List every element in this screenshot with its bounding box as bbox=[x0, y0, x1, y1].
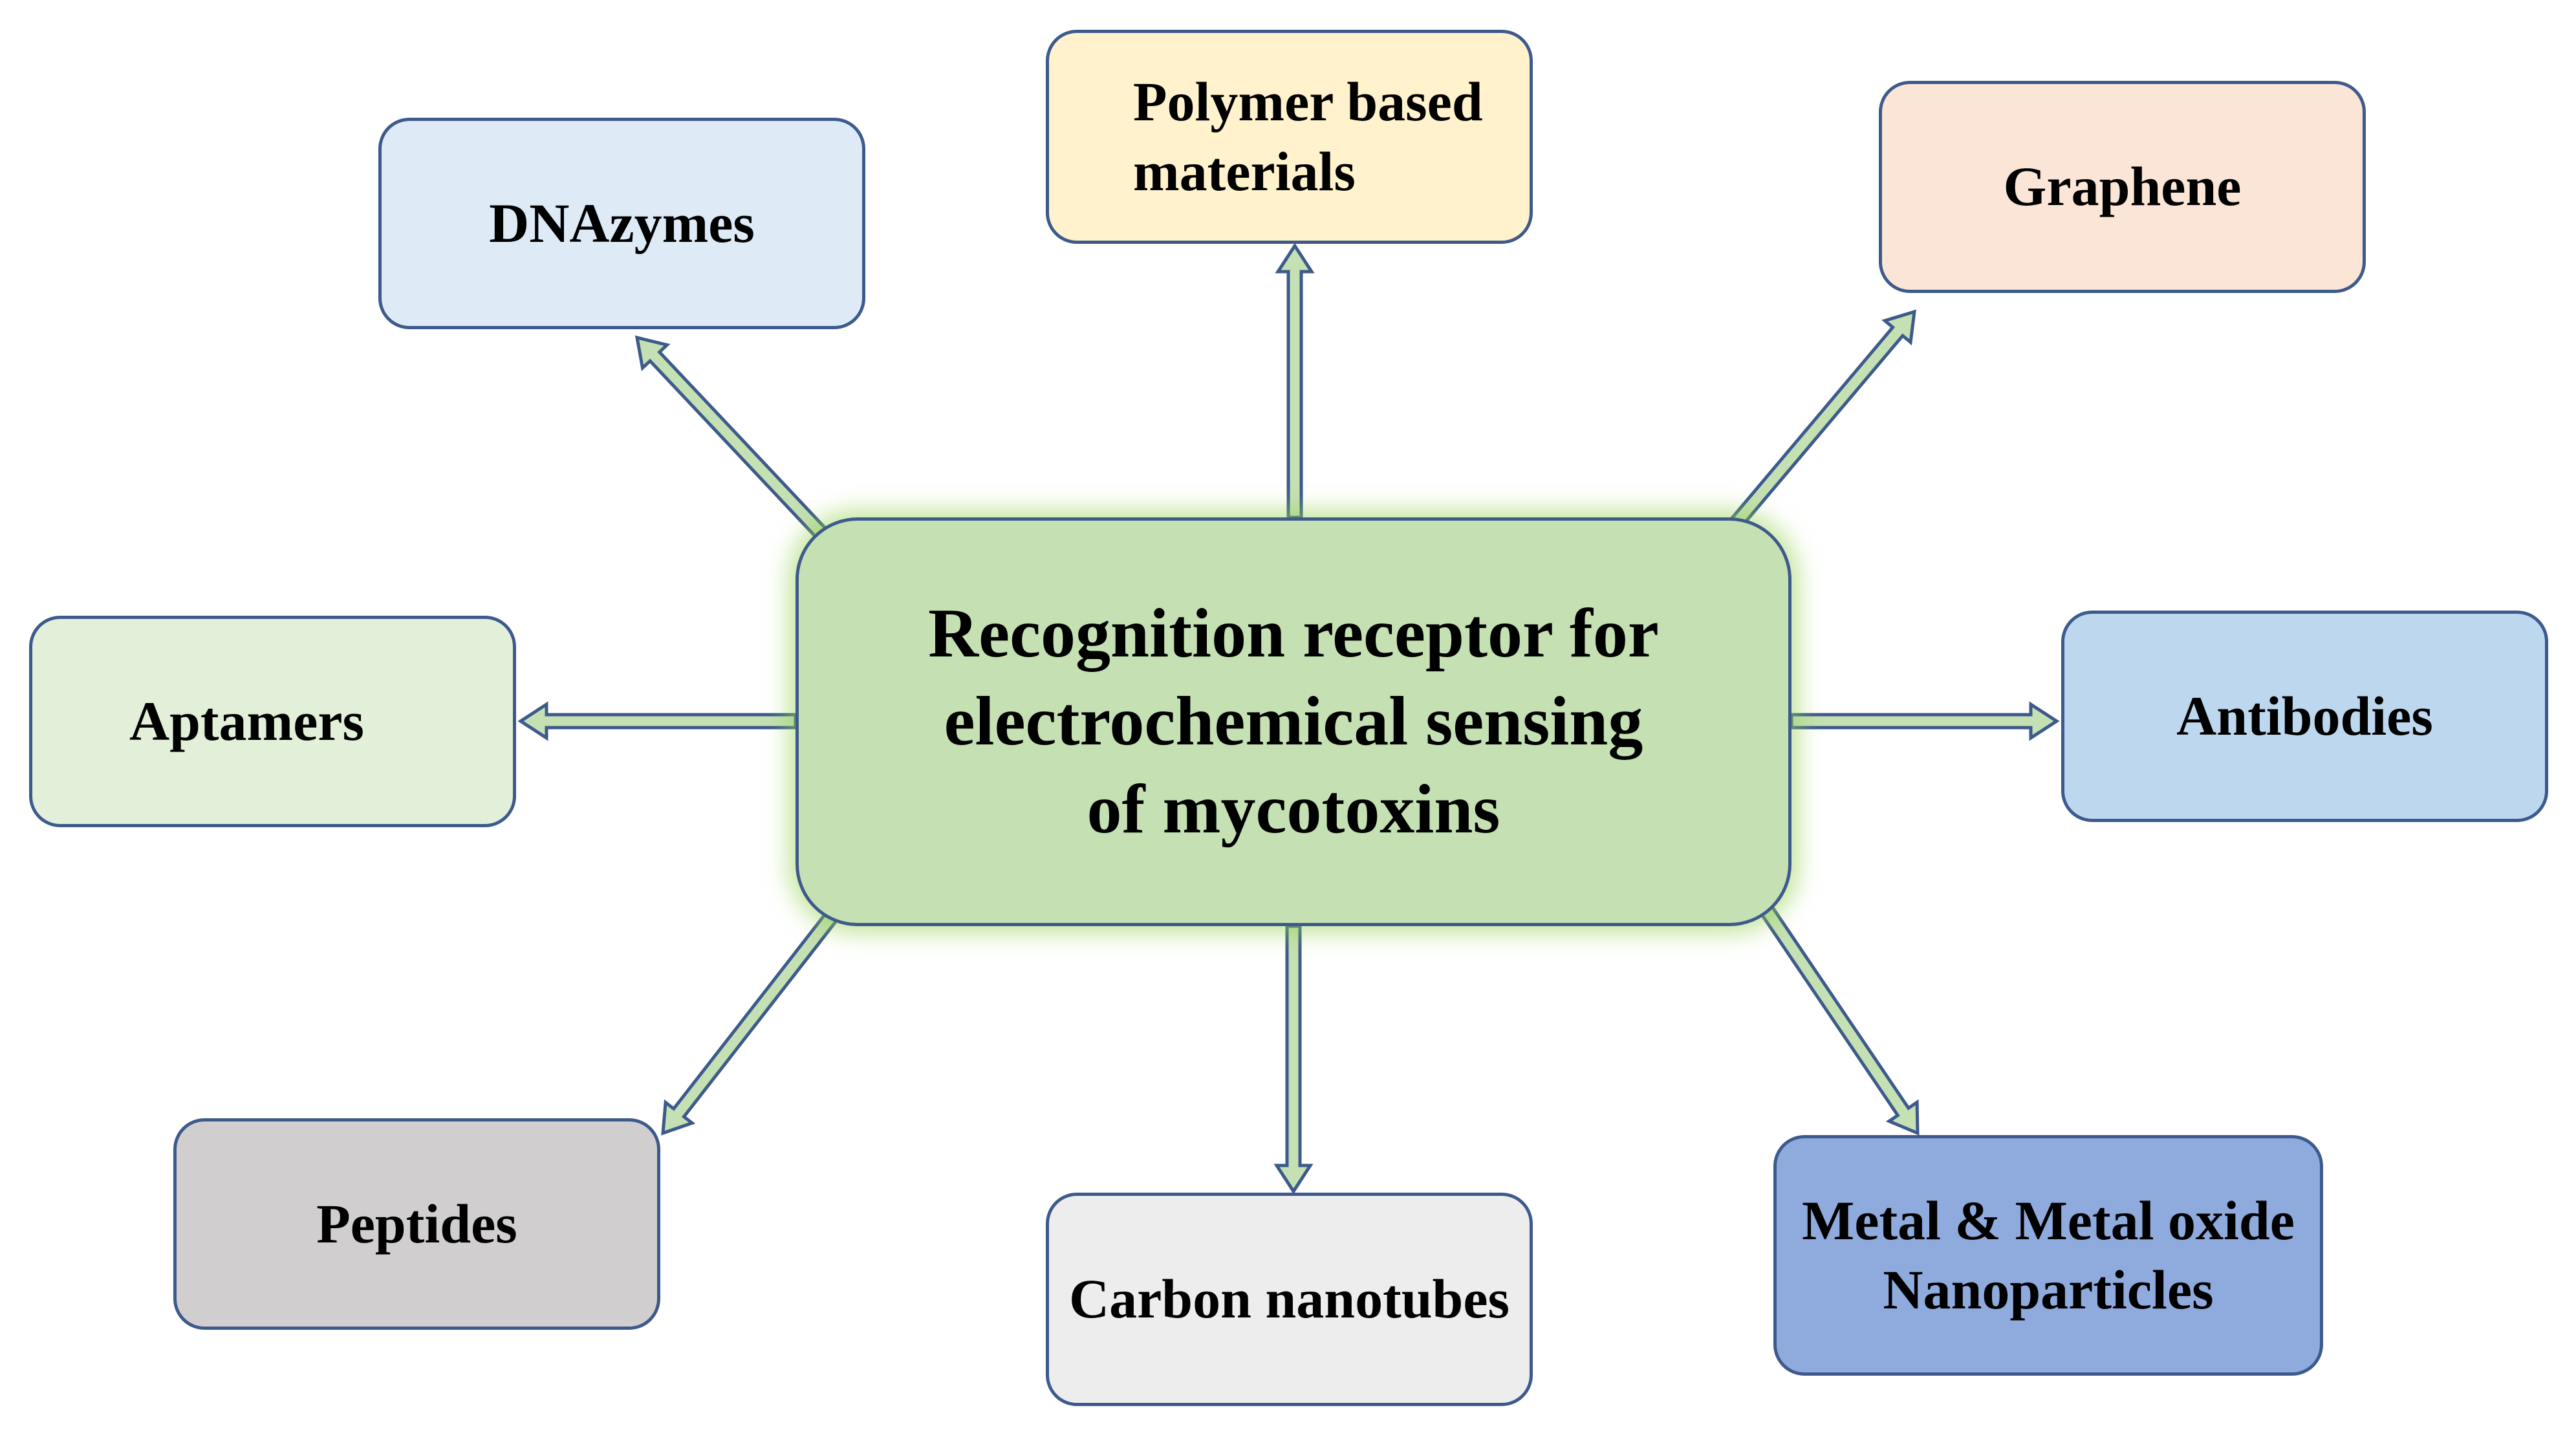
arrow-to-metal bbox=[1758, 902, 1920, 1136]
node-dnazymes-label: DNAzymes bbox=[489, 191, 755, 254]
arrow-to-dnazymes bbox=[634, 335, 832, 544]
node-metal-label-line-2: Nanoparticles bbox=[1883, 1259, 2214, 1321]
node-polymer-label-line-2: materials bbox=[1133, 140, 1356, 202]
arrow-to-carbon bbox=[1273, 924, 1314, 1195]
node-dnazymes: DNAzymes bbox=[378, 118, 865, 329]
node-antibodies-label: Antibodies bbox=[2176, 684, 2433, 747]
node-polymer-label-line-1: Polymer based bbox=[1133, 70, 1483, 133]
arrow-to-aptamers bbox=[517, 701, 797, 741]
arrow-to-antibodies bbox=[1790, 701, 2060, 741]
node-graphene-label: Graphene bbox=[2003, 155, 2242, 218]
node-polymer-based-materials: Polymer based materials bbox=[1046, 30, 1533, 244]
node-peptides: Peptides bbox=[173, 1118, 660, 1330]
node-graphene: Graphene bbox=[1879, 81, 2366, 293]
arrow-to-graphene bbox=[1729, 309, 1916, 529]
node-metal-oxide-nanoparticles: Metal & Metal oxide Nanoparticles bbox=[1773, 1135, 2323, 1376]
central-concept-line-2: electrochemical sensing bbox=[944, 682, 1643, 760]
central-concept-box: Recognition receptor for electrochemical… bbox=[796, 517, 1791, 926]
node-peptides-label: Peptides bbox=[316, 1192, 517, 1255]
node-carbon-nanotubes: Carbon nanotubes bbox=[1046, 1193, 1533, 1406]
arrow-to-peptides bbox=[661, 911, 839, 1136]
arrow-to-polymer bbox=[1275, 243, 1315, 519]
central-concept-line-1: Recognition receptor for bbox=[928, 594, 1659, 672]
node-aptamers: Aptamers bbox=[29, 616, 516, 827]
central-concept-line-3: of mycotoxins bbox=[1087, 771, 1500, 849]
node-metal-label-line-1: Metal & Metal oxide bbox=[1802, 1189, 2295, 1251]
node-carbon-nanotubes-label: Carbon nanotubes bbox=[1068, 1268, 1510, 1330]
node-aptamers-label: Aptamers bbox=[129, 689, 365, 752]
node-antibodies: Antibodies bbox=[2061, 611, 2548, 822]
